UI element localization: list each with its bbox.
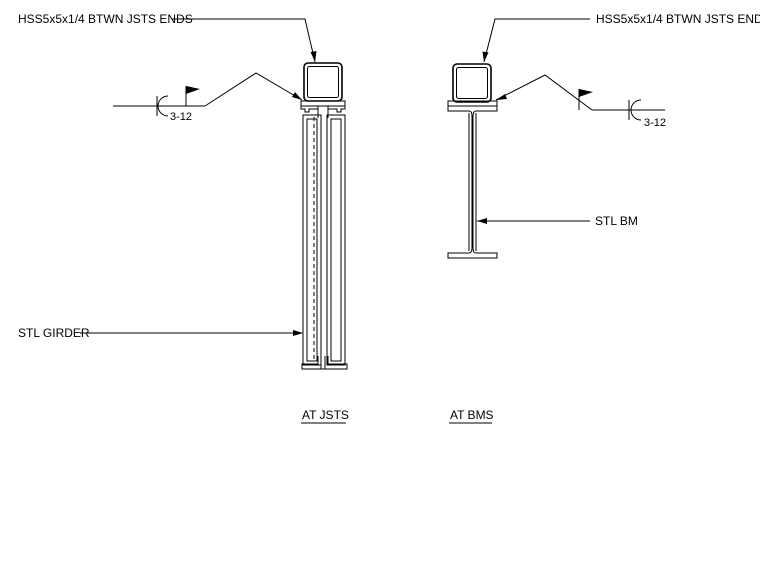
weld-symbol-right: 3-12 — [495, 74, 666, 129]
arrowhead-hss-left — [310, 51, 317, 62]
arrowhead-girder — [293, 330, 303, 336]
arrowhead-hss-right — [482, 51, 489, 62]
detail-at-beams: HSS5x5x1/4 BTWN JSTS ENDS 3-12 STL BM AT… — [447, 12, 760, 424]
leader-hss-left — [172, 18, 316, 63]
title-at-beams: AT BMS — [450, 408, 494, 422]
weld-size-left: 3-12 — [170, 111, 192, 123]
leader-hss-right — [483, 18, 590, 63]
girder-bottom-flange — [301, 356, 348, 370]
arrowhead-beam — [477, 218, 487, 224]
weld-symbol-left: 3-12 — [113, 72, 303, 123]
field-weld-flag-right — [579, 89, 593, 97]
joist-seat-left — [300, 105, 346, 118]
bearing-plate-left — [300, 100, 346, 107]
title-at-joists: AT JSTS — [302, 408, 349, 422]
hss-tube-right — [452, 63, 492, 103]
hss-tube-left — [303, 62, 343, 102]
weld-size-right: 3-12 — [644, 117, 666, 129]
label-hss-right: HSS5x5x1/4 BTWN JSTS ENDS — [596, 12, 760, 26]
label-girder: STL GIRDER — [18, 326, 90, 340]
label-hss-left: HSS5x5x1/4 BTWN JSTS ENDS — [18, 12, 193, 26]
steel-beam-section — [447, 105, 498, 259]
detail-at-joists: HSS5x5x1/4 BTWN JSTS ENDS 3-12 STL GIRDE… — [18, 12, 349, 424]
label-beam: STL BM — [595, 214, 638, 228]
field-weld-flag-left — [186, 86, 200, 94]
girder-webs — [302, 114, 346, 366]
